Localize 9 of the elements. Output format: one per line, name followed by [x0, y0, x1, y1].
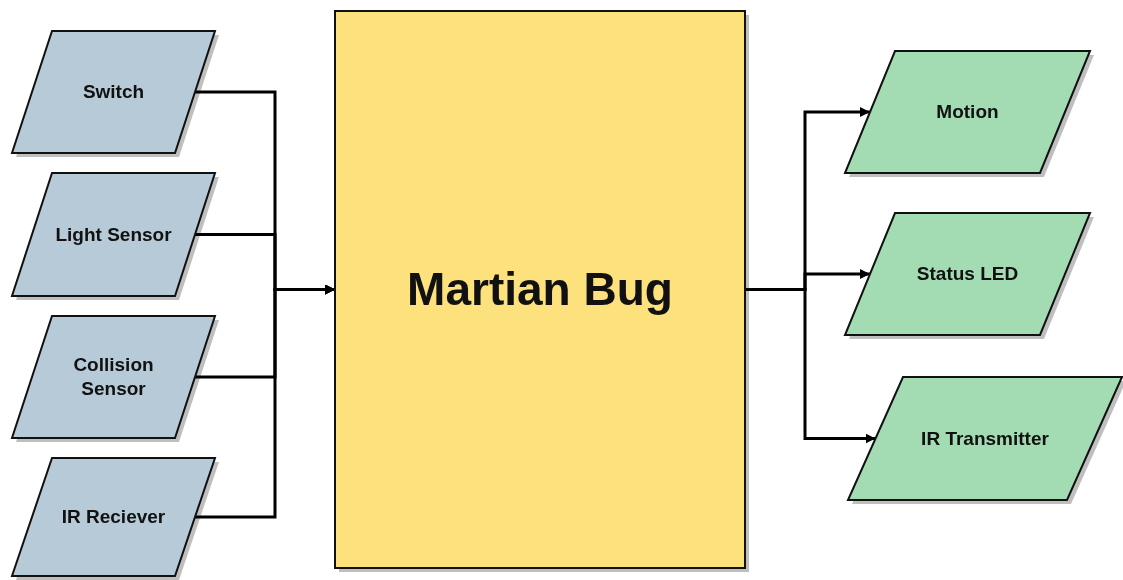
node-label: Collision Sensor — [72, 353, 155, 401]
node-label: Martian Bug — [406, 261, 674, 317]
node-label: Light Sensor — [54, 222, 173, 247]
arrow — [195, 284, 335, 519]
node-label: Switch — [81, 80, 146, 104]
node-label: IR Transmitter — [920, 426, 1050, 451]
node-label: Status LED — [915, 262, 1020, 286]
node-label: IR Reciever — [60, 505, 167, 529]
node-label: Motion — [935, 100, 1000, 124]
